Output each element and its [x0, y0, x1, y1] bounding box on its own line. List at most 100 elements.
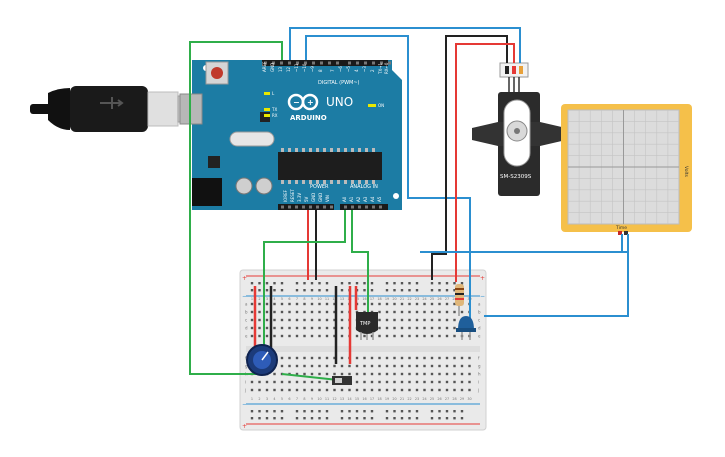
breadboard-hole[interactable]: [393, 356, 396, 360]
rail-hole[interactable]: [408, 289, 411, 292]
rail-hole[interactable]: [280, 282, 284, 285]
breadboard-hole[interactable]: [400, 318, 404, 322]
digital-header[interactable]: [262, 60, 388, 66]
breadboard-hole[interactable]: [295, 326, 299, 330]
breadboard-hole[interactable]: [265, 388, 269, 392]
breadboard-hole[interactable]: [415, 326, 419, 330]
breadboard-hole[interactable]: [355, 356, 359, 360]
breadboard-hole[interactable]: [445, 318, 449, 322]
breadboard-hole[interactable]: [393, 372, 396, 376]
breadboard-hole[interactable]: [453, 364, 456, 368]
breadboard-hole[interactable]: [288, 364, 291, 368]
header-pin[interactable]: [272, 61, 275, 65]
breadboard-hole[interactable]: [363, 372, 366, 376]
rail-hole[interactable]: [430, 282, 434, 285]
breadboard-hole[interactable]: [378, 326, 381, 330]
breadboard-hole[interactable]: [408, 380, 411, 384]
header-pin[interactable]: [302, 205, 305, 209]
wire-blue-scope[interactable]: [420, 234, 629, 253]
breadboard-hole[interactable]: [468, 356, 471, 360]
breadboard-hole[interactable]: [430, 318, 434, 322]
breadboard-hole[interactable]: [430, 364, 434, 368]
breadboard-hole[interactable]: [340, 326, 344, 330]
breadboard-hole[interactable]: [295, 380, 299, 384]
breadboard-hole[interactable]: [340, 356, 344, 360]
breadboard-hole[interactable]: [415, 310, 419, 314]
breadboard-hole[interactable]: [273, 334, 276, 338]
breadboard-hole[interactable]: [310, 364, 314, 368]
breadboard-hole[interactable]: [295, 364, 299, 368]
rail-hole[interactable]: [393, 410, 396, 413]
rail-hole[interactable]: [303, 417, 306, 420]
breadboard-hole[interactable]: [288, 356, 291, 360]
breadboard-hole[interactable]: [258, 334, 261, 338]
rail-hole[interactable]: [453, 282, 456, 285]
breadboard-hole[interactable]: [423, 334, 426, 338]
rail-hole[interactable]: [385, 289, 389, 292]
breadboard-hole[interactable]: [393, 326, 396, 330]
power-header[interactable]: [278, 204, 334, 210]
rail-hole[interactable]: [258, 417, 261, 420]
breadboard-hole[interactable]: [438, 302, 441, 306]
breadboard-hole[interactable]: [318, 310, 321, 314]
rail-hole[interactable]: [348, 282, 351, 285]
servo-motor[interactable]: SM-S2309S: [472, 62, 566, 196]
breadboard-hole[interactable]: [265, 380, 269, 384]
breadboard-hole[interactable]: [370, 356, 374, 360]
breadboard-hole[interactable]: [340, 372, 344, 376]
breadboard-hole[interactable]: [265, 302, 269, 306]
breadboard-hole[interactable]: [295, 388, 299, 392]
breadboard-hole[interactable]: [363, 356, 366, 360]
header-pin[interactable]: [295, 205, 298, 209]
breadboard-hole[interactable]: [250, 388, 254, 392]
breadboard-hole[interactable]: [280, 334, 284, 338]
breadboard-hole[interactable]: [445, 388, 449, 392]
breadboard-hole[interactable]: [280, 310, 284, 314]
breadboard-hole[interactable]: [468, 388, 471, 392]
rail-hole[interactable]: [355, 282, 359, 285]
breadboard-hole[interactable]: [460, 356, 464, 360]
breadboard-hole[interactable]: [333, 388, 336, 392]
breadboard-hole[interactable]: [250, 380, 254, 384]
breadboard-hole[interactable]: [258, 318, 261, 322]
rail-hole[interactable]: [258, 289, 261, 292]
breadboard-hole[interactable]: [355, 364, 359, 368]
breadboard-hole[interactable]: [408, 364, 411, 368]
breadboard-hole[interactable]: [393, 310, 396, 314]
rail-hole[interactable]: [295, 289, 299, 292]
rail-hole[interactable]: [280, 410, 284, 413]
breadboard-hole[interactable]: [355, 372, 359, 376]
breadboard-hole[interactable]: [250, 334, 254, 338]
breadboard-hole[interactable]: [378, 302, 381, 306]
breadboard-hole[interactable]: [288, 310, 291, 314]
breadboard-hole[interactable]: [280, 302, 284, 306]
breadboard-hole[interactable]: [423, 364, 426, 368]
usb-cable[interactable]: [30, 86, 195, 132]
rail-hole[interactable]: [258, 410, 261, 413]
rail-hole[interactable]: [325, 282, 329, 285]
breadboard-hole[interactable]: [385, 372, 389, 376]
breadboard-hole[interactable]: [363, 302, 366, 306]
potentiometer[interactable]: [246, 344, 278, 376]
breadboard-hole[interactable]: [363, 364, 366, 368]
rail-hole[interactable]: [265, 289, 269, 292]
rail-hole[interactable]: [273, 282, 276, 285]
breadboard-hole[interactable]: [408, 310, 411, 314]
header-pin[interactable]: [365, 205, 368, 209]
breadboard-hole[interactable]: [438, 326, 441, 330]
rail-hole[interactable]: [400, 417, 404, 420]
breadboard-hole[interactable]: [355, 388, 359, 392]
breadboard-hole[interactable]: [280, 364, 284, 368]
rail-hole[interactable]: [370, 282, 374, 285]
breadboard-hole[interactable]: [423, 326, 426, 330]
header-pin[interactable]: [356, 61, 359, 65]
breadboard-hole[interactable]: [265, 310, 269, 314]
breadboard-hole[interactable]: [423, 318, 426, 322]
breadboard-hole[interactable]: [438, 380, 441, 384]
breadboard-hole[interactable]: [325, 334, 329, 338]
breadboard-hole[interactable]: [415, 380, 419, 384]
header-pin[interactable]: [288, 61, 291, 65]
breadboard-hole[interactable]: [295, 318, 299, 322]
breadboard-hole[interactable]: [453, 326, 456, 330]
breadboard-hole[interactable]: [393, 388, 396, 392]
